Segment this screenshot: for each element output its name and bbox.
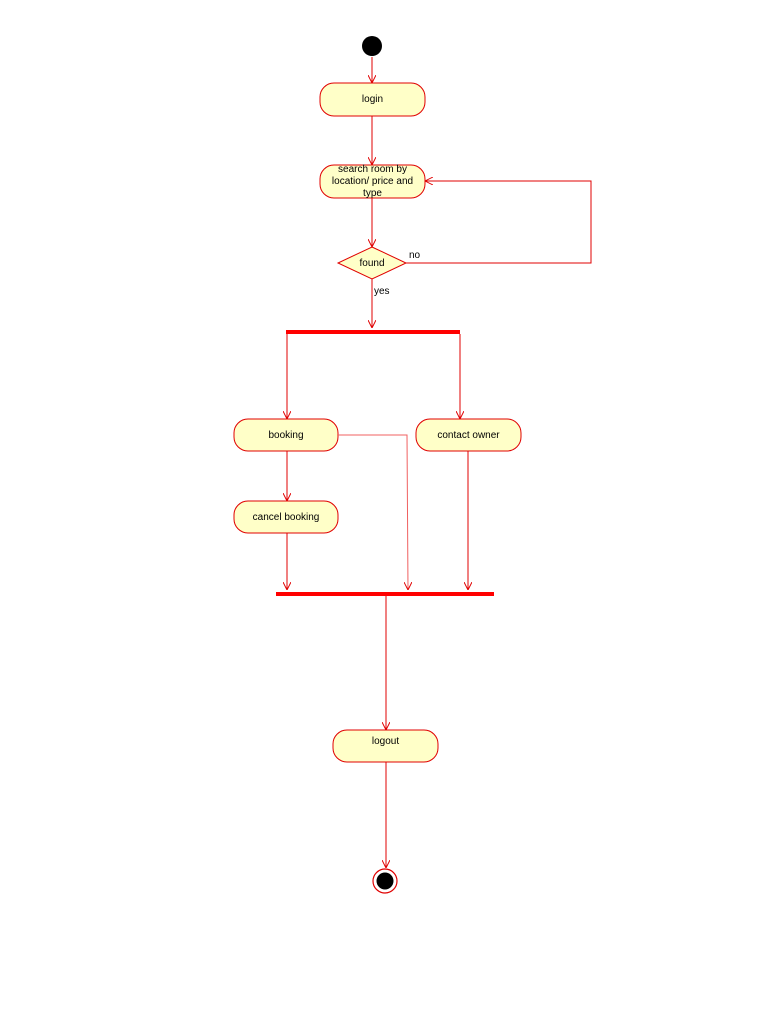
activity-booking-label: booking [268,430,303,441]
edge-label-yes: yes [374,286,390,297]
activity-search-room: search room by location/ price and type [319,164,426,199]
edge-booking-join [338,434,408,590]
edge-no-loop [406,181,592,264]
decision-found-label: found [359,258,384,269]
activity-contact-owner-label: contact owner [437,430,500,441]
activity-logout-label: logout [372,736,399,747]
activity-search-line-3: type [363,188,382,199]
activity-login: login [319,82,426,117]
activity-booking: booking [233,418,339,452]
edge-label-no: no [409,250,421,261]
activity-contact-owner: contact owner [415,418,522,452]
activity-login-label: login [362,94,383,105]
activity-search-line-1: search room by [338,164,407,175]
activity-cancel-booking-label: cancel booking [253,512,320,523]
activity-logout: logout [332,729,439,763]
decision-found: found [336,246,408,280]
end-node [372,868,398,894]
join-bar [276,592,494,596]
activity-cancel-booking: cancel booking [233,500,339,534]
fork-bar [286,330,460,334]
activity-search-line-2: location/ price and [332,176,413,187]
start-node [362,36,382,56]
